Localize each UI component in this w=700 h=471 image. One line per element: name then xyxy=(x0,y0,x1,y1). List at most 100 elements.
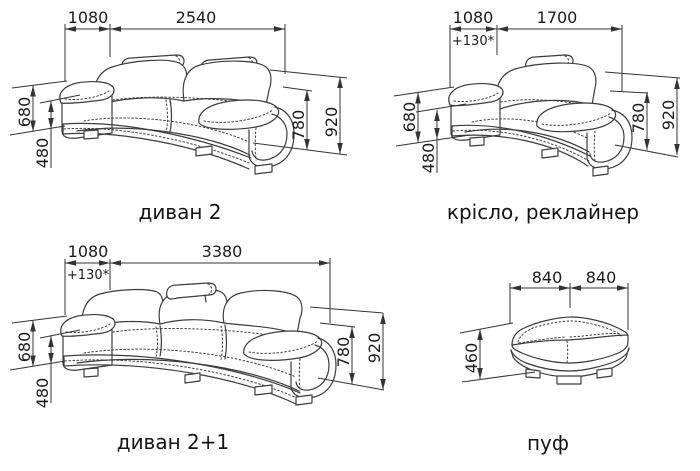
foot xyxy=(556,375,582,385)
pouf-top-edge xyxy=(566,334,629,341)
base-stitching xyxy=(63,127,250,164)
dim-label-arm-height: 680 xyxy=(15,97,34,128)
witness-line xyxy=(9,360,66,371)
right-armrest-curve-inner xyxy=(251,113,288,161)
right-armrest-pad xyxy=(536,102,617,133)
dim-label-back-height: 780 xyxy=(289,110,308,141)
witness-line xyxy=(319,322,356,328)
pouf-top-stitching xyxy=(518,336,567,344)
base-stitching xyxy=(64,359,300,400)
witness-line xyxy=(609,90,649,94)
dim-label-depth: 1080 xyxy=(68,242,109,261)
witness-line xyxy=(459,322,514,334)
witness-line xyxy=(282,86,313,92)
headrest-post xyxy=(204,294,207,303)
dim-label-width: 1700 xyxy=(537,8,578,27)
dim-note-recliner: +130* xyxy=(452,34,495,49)
witness-line xyxy=(395,134,471,147)
seat-seam-stitch xyxy=(165,99,168,134)
armchair-dimensions: 1080 1700 +130* 680 480 780 920 xyxy=(393,8,681,174)
seat-stitching xyxy=(83,348,297,378)
seat-stitching xyxy=(83,117,248,142)
sofa-2-drawing xyxy=(59,54,295,175)
foot xyxy=(83,129,99,140)
left-armrest-pad xyxy=(448,83,504,107)
seat-seam-stitch xyxy=(155,326,158,358)
dim-label-width: 3380 xyxy=(202,242,243,261)
sofa-2-dimensions: 1080 2540 680 480 780 920 xyxy=(9,8,348,169)
foot xyxy=(541,147,559,159)
headrest-roll xyxy=(166,282,217,300)
base-stitching xyxy=(452,129,590,162)
pouf-base-end xyxy=(626,347,630,355)
pouf-top-stitching xyxy=(569,332,621,338)
right-armrest-curve-outer xyxy=(290,337,337,399)
back-cushion xyxy=(182,60,272,106)
dim-label-depth: 1080 xyxy=(68,8,109,27)
right-armrest-curve-outer xyxy=(586,109,633,170)
sofa-2-plus-1-drawing xyxy=(60,282,337,406)
witness-line xyxy=(39,94,81,104)
dim-label-seat-height: 480 xyxy=(33,138,52,169)
caption-sofa-2-plus-1: диван 2+1 xyxy=(117,430,230,454)
witness-line xyxy=(309,306,384,314)
dim-label-back-height: 780 xyxy=(629,103,648,134)
armrest-seam xyxy=(254,127,257,161)
panel-armchair-recliner: 1080 1700 +130* 680 480 780 920 крісло, … xyxy=(393,8,681,224)
witness-line xyxy=(415,103,467,113)
right-armrest-pad xyxy=(243,330,323,361)
caption-pouf: пуф xyxy=(527,431,569,455)
foot xyxy=(525,368,541,379)
armrest-stitching xyxy=(64,90,110,100)
pouf-drawing xyxy=(510,316,630,385)
foot xyxy=(295,394,313,406)
armrest-stitching xyxy=(248,340,319,354)
back-cushion xyxy=(222,289,303,335)
seat-back-seam xyxy=(500,99,594,109)
armrest-stitching xyxy=(203,109,274,123)
base-rail xyxy=(63,354,301,394)
panel-sofa-2-plus-1: 1080 3380 +130* 680 480 780 920 диван 2+… xyxy=(9,242,386,454)
witness-line xyxy=(11,315,68,324)
seat-seam xyxy=(224,324,228,360)
witness-line xyxy=(252,142,348,156)
pouf-front-seam xyxy=(566,340,569,363)
witness-line xyxy=(39,329,81,339)
base-rail xyxy=(451,124,591,157)
dim-label-width: 2540 xyxy=(176,8,217,27)
right-armrest-pad xyxy=(198,99,280,130)
armrest-stitching xyxy=(453,92,499,102)
seat-front-edge xyxy=(464,128,590,153)
headrest-roll-cap xyxy=(207,283,212,295)
dim-label-depth: 840 xyxy=(532,268,563,287)
armrest-seam xyxy=(298,358,301,392)
dim-label-width: 840 xyxy=(586,268,617,287)
dim-label-height: 460 xyxy=(462,343,481,374)
foot xyxy=(254,163,273,175)
foot xyxy=(254,384,273,396)
right-armrest-curve-outer xyxy=(248,106,295,168)
foot xyxy=(469,136,485,147)
witness-line xyxy=(393,86,455,97)
seat-seam xyxy=(159,325,163,357)
panel-sofa-2: 1080 2540 680 480 780 920 диван 2 xyxy=(9,8,348,224)
seat-stitching xyxy=(471,118,588,139)
headrest-roll-cap xyxy=(175,55,180,67)
sofa-2-plus-1-dimensions: 1080 3380 +130* 680 480 780 920 xyxy=(9,242,386,408)
foot xyxy=(184,372,201,384)
pouf-base-rail xyxy=(510,347,630,372)
witness-line xyxy=(614,144,679,158)
back-cushion xyxy=(93,59,188,107)
dim-label-arm-height: 680 xyxy=(400,102,419,133)
dim-label-seat-height: 480 xyxy=(419,143,438,174)
armchair-drawing xyxy=(448,54,633,177)
panel-pouf: 840 840 460 пуф xyxy=(459,268,630,455)
dim-label-total-height: 920 xyxy=(659,100,678,131)
witness-line xyxy=(461,371,536,383)
foot xyxy=(596,367,613,379)
witness-line xyxy=(269,69,348,79)
left-armrest-pad xyxy=(59,81,115,104)
foot xyxy=(592,165,609,177)
pouf-top-stitching xyxy=(517,320,622,343)
dim-label-total-height: 920 xyxy=(322,107,341,138)
